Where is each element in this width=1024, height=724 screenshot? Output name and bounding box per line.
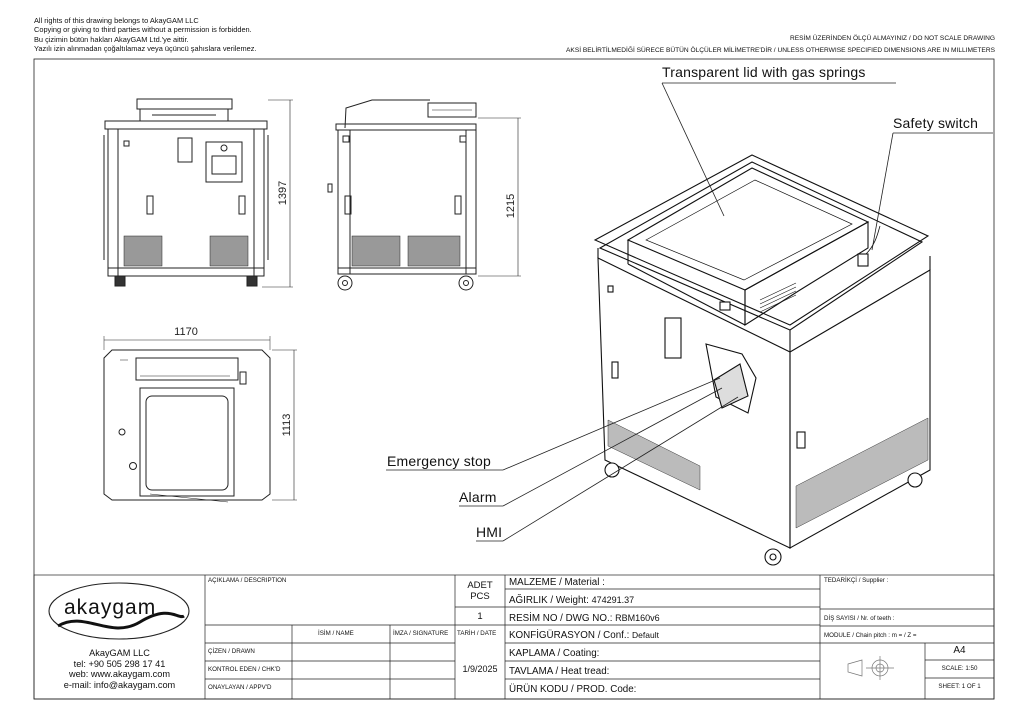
weight-label: AĞIRLIK / Weight:: [509, 595, 589, 606]
scale-value: SCALE: 1:50: [941, 665, 978, 672]
isometric-view: [593, 154, 931, 566]
dim-side-height: 1215: [505, 194, 517, 218]
supplier-label: TEDARİKÇİ / Supplier :: [824, 577, 889, 584]
iso-top-surface: [593, 154, 930, 326]
dim-top-depth: 1113: [281, 414, 293, 437]
company-email: e-mail: info@akaygam.com: [63, 679, 176, 690]
qty-label-2: PCS: [470, 591, 490, 602]
coating-label: KAPLAMA / Coating:: [509, 648, 600, 659]
heat-treat-label: TAVLAMA / Heat tread:: [509, 666, 610, 677]
weight-row: AĞIRLIK / Weight: 474291.37: [509, 595, 634, 606]
conf-label: KONFİGÜRASYON / Conf.:: [509, 630, 630, 641]
weight-value: 474291.37: [591, 595, 635, 605]
signature-column-header: İMZA / SIGNATURE: [393, 630, 449, 637]
approved-label: ONAYLAYAN / APPV'D: [208, 684, 272, 691]
callout-lid: Transparent lid with gas springs: [662, 64, 866, 80]
logo-ellipse: [48, 582, 190, 640]
copyright-tr-line-1: Bu çizimin bütün hakları AkayGAM Ltd.'ye…: [34, 35, 189, 45]
module-label: MODULE / Chain pitch : m = / Z =: [824, 632, 917, 639]
dim-front-height: 1397: [277, 181, 289, 205]
material-label: MALZEME / Material :: [509, 577, 605, 588]
callout-leaders: [386, 82, 993, 542]
checked-label: KONTROL EDEN / CHK'D: [208, 666, 281, 673]
dwg-value: RBM160v6: [615, 613, 660, 623]
company-web: web: www.akaygam.com: [68, 669, 171, 679]
sheet-number: SHEET: 1 OF 1: [938, 683, 981, 690]
description-label: AÇIKLAMA / DESCRIPTION: [208, 577, 287, 584]
dim-top-width: 1170: [174, 326, 198, 338]
front-view: [103, 98, 293, 288]
iso-safety-switch: [857, 253, 869, 267]
dwg-label: RESİM NO / DWG NO.:: [509, 613, 613, 624]
logo-text: akaygam: [64, 596, 157, 619]
callout-safety-switch: Safety switch: [893, 115, 979, 131]
front-hmi-panel: [205, 141, 243, 183]
company-contact: AkayGAM LLC tel: +90 505 298 17 41 web: …: [34, 648, 205, 690]
company-name: AkayGAM LLC: [89, 648, 150, 658]
conf-row: KONFİGÜRASYON / Conf.: Default: [509, 630, 659, 641]
qty-value: 1: [477, 611, 483, 622]
copyright-notice: All rights of this drawing belongs to Ak…: [34, 16, 257, 53]
date-value: 1/9/2025: [462, 664, 498, 674]
copyright-tr-line-2: Yazılı izin alınmadan çoğaltılamaz veya …: [34, 43, 257, 53]
projection-symbol-icon: [847, 656, 894, 680]
company-tel: tel: +90 505 298 17 41: [73, 658, 166, 669]
sheet-size: A4: [953, 645, 966, 656]
conf-value: Default: [632, 630, 659, 640]
side-view: [327, 99, 521, 291]
drawing-notes: RESİM ÜZERİNDEN ÖLÇÜ ALMAYINIZ / DO NOT …: [566, 33, 995, 57]
date-column-header: TARİH / DATE: [457, 630, 497, 637]
units-note: AKSİ BELİRTİLMEDİĞİ SÜRECE BÜTÜN ÖLÇÜLER…: [566, 47, 995, 54]
iso-hmi-box: [705, 343, 757, 414]
copyright-en-line-2: Copying or giving to third parties witho…: [34, 24, 252, 34]
callout-alarm: Alarm: [459, 489, 497, 505]
top-view: [103, 336, 297, 503]
side-control-box: [427, 102, 477, 118]
callout-hmi: HMI: [476, 524, 503, 540]
drawn-label: ÇİZEN / DRAWN: [208, 648, 255, 655]
name-column-header: İSİM / NAME: [318, 630, 354, 637]
copyright-en-line-1: All rights of this drawing belongs to Ak…: [34, 16, 199, 25]
dwg-row: RESİM NO / DWG NO.: RBM160v6: [509, 613, 660, 624]
teeth-label: DİŞ SAYISI / Nr. of teeth :: [824, 615, 895, 622]
callout-emergency-stop: Emergency stop: [387, 453, 491, 469]
qty-label-1: ADET: [467, 580, 493, 591]
product-code-label: ÜRÜN KODU / PROD. Code:: [509, 684, 637, 695]
no-scale-note: RESİM ÜZERİNDEN ÖLÇÜ ALMAYINIZ / DO NOT …: [789, 35, 995, 42]
qty-header: ADET PCS: [455, 580, 505, 602]
